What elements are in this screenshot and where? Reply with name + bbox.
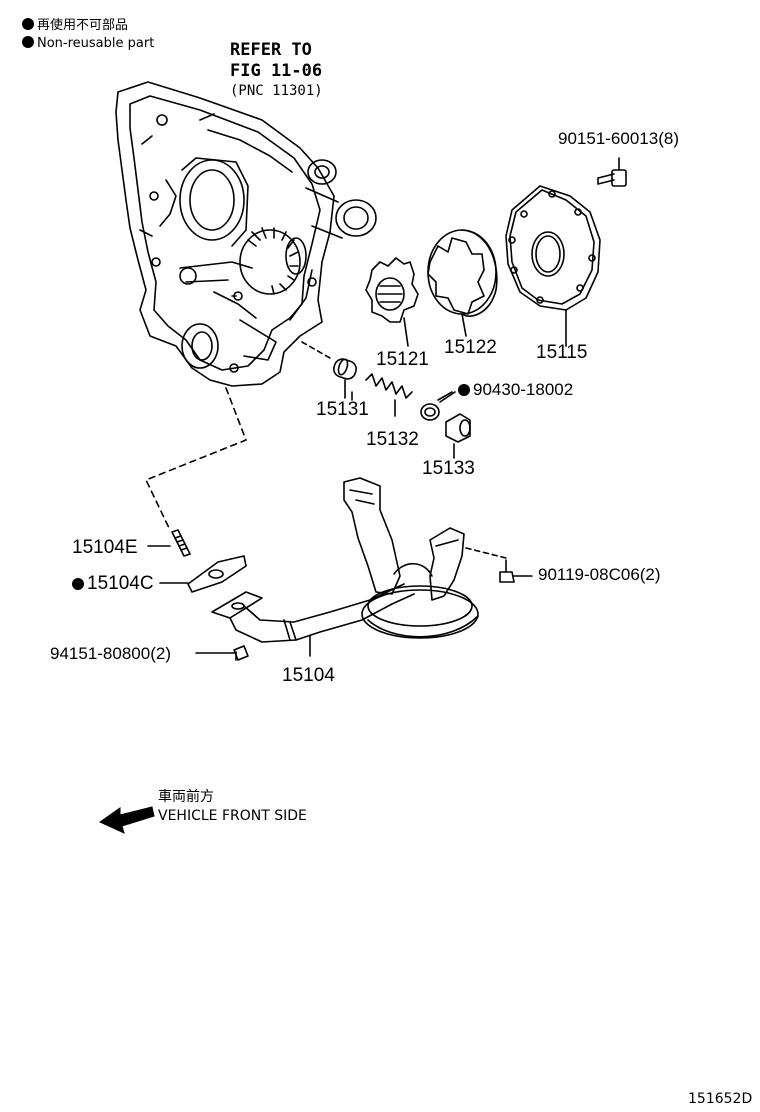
part-label-15133: 15133 bbox=[422, 458, 475, 479]
gasket-drawing bbox=[159, 555, 247, 593]
cover-bolt-drawing bbox=[597, 157, 627, 187]
stud-drawing bbox=[147, 529, 191, 557]
reference-line-2: FIG 11-06 bbox=[230, 61, 323, 81]
reference-line-1: REFER TO bbox=[230, 40, 312, 60]
part-label-15121: 15121 bbox=[376, 349, 429, 370]
relief-valve-drawing bbox=[301, 341, 471, 459]
outer-rotor-drawing bbox=[427, 229, 498, 337]
leader-line-90430 bbox=[439, 391, 456, 403]
non-reusable-marker-icon bbox=[72, 578, 84, 590]
nut-drawing bbox=[195, 645, 249, 661]
reference-line-3: (PNC 11301) bbox=[230, 83, 323, 99]
non-reusable-marker-icon bbox=[22, 36, 34, 48]
assembly-path-line bbox=[145, 387, 247, 531]
oil-strainer-drawing bbox=[211, 477, 507, 661]
timing-cover-drawing bbox=[115, 81, 377, 387]
part-label-90430-18002: 90430-18002 bbox=[458, 381, 573, 398]
part-label-15131: 15131 bbox=[316, 399, 369, 420]
part-label-90119-08C06: 90119-08C06(2) bbox=[538, 565, 661, 584]
part-label-15115: 15115 bbox=[536, 342, 588, 363]
figure-id: 151652D bbox=[688, 1091, 753, 1107]
legend-en: Non-reusable part bbox=[22, 36, 154, 51]
direction-label-jp: 車両前方 bbox=[158, 789, 214, 805]
part-label-15104: 15104 bbox=[282, 665, 335, 686]
direction-label-en: VEHICLE FRONT SIDE bbox=[158, 808, 307, 824]
part-label-15132: 15132 bbox=[366, 429, 419, 450]
inner-rotor-drawing bbox=[365, 257, 419, 347]
arrow-left-icon bbox=[98, 806, 155, 834]
stay-bolt-drawing bbox=[499, 559, 533, 583]
legend-jp: 再使用不可部品 bbox=[22, 14, 128, 33]
non-reusable-marker-icon bbox=[458, 384, 470, 396]
part-label-15122: 15122 bbox=[444, 337, 497, 358]
part-label-94151-80800: 94151-80800(2) bbox=[50, 644, 171, 663]
pump-cover-drawing bbox=[505, 185, 601, 347]
part-label-15104E: 15104E bbox=[72, 537, 138, 558]
part-label-15104C: 15104C bbox=[72, 574, 154, 593]
part-label-90151-60013: 90151-60013(8) bbox=[558, 129, 679, 148]
non-reusable-marker-icon bbox=[22, 18, 34, 30]
